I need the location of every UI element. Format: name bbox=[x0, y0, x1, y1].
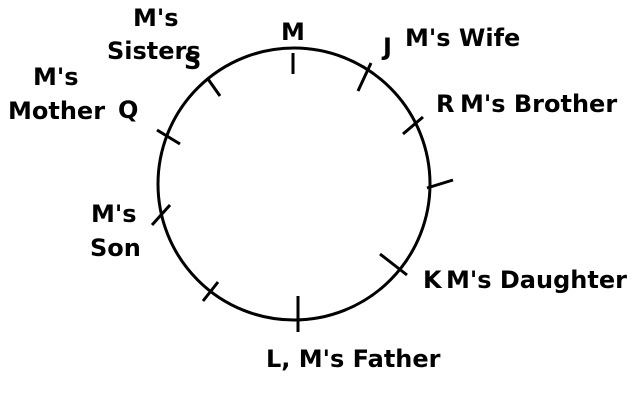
label-k: K bbox=[423, 266, 443, 294]
label-sisters-line1: M's bbox=[133, 4, 179, 32]
label-son-line2: Son bbox=[90, 234, 141, 262]
label-mother-line2: Mother bbox=[8, 97, 105, 125]
seat-tick-left bbox=[150, 203, 172, 227]
seat-tick-right-upper bbox=[402, 115, 424, 136]
label-s: S bbox=[184, 47, 201, 75]
label-l-father: L, M's Father bbox=[266, 345, 441, 373]
seat-tick-right bbox=[426, 178, 454, 190]
label-sisters-line2: Sisters bbox=[107, 37, 201, 65]
seat-tick-left-upper bbox=[156, 128, 181, 146]
label-son-line1: M's bbox=[91, 200, 137, 228]
seating-circle bbox=[156, 46, 432, 322]
label-q: Q bbox=[118, 96, 138, 124]
label-mother-line1: M's bbox=[33, 63, 79, 91]
seat-ticks bbox=[150, 53, 454, 332]
label-m-daughter: M's Daughter bbox=[446, 266, 627, 294]
seat-tick-bottom-right bbox=[379, 252, 408, 277]
label-m-brother: M's Brother bbox=[460, 90, 617, 118]
label-j: J bbox=[381, 33, 392, 61]
label-m: M bbox=[281, 18, 305, 46]
label-r: R bbox=[436, 90, 454, 118]
seat-tick-top-left bbox=[206, 78, 222, 97]
seat-tick-bottom-left bbox=[201, 281, 220, 302]
seat-tick-top-right bbox=[356, 62, 373, 92]
label-m-wife: M's Wife bbox=[405, 24, 520, 52]
